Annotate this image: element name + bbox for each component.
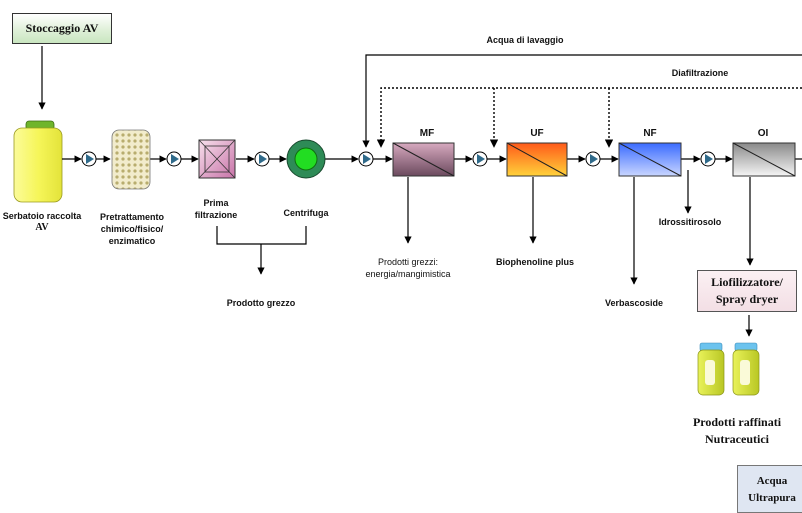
prodotti-grezzi-label: Prodotti grezzi: energia/mangimistica (358, 256, 458, 280)
liofilizzatore-box: Liofilizzatore/ Spray dryer (697, 270, 797, 312)
acqua-label: Acqua (756, 475, 788, 487)
biophenoline-label: Biophenoline plus (496, 257, 574, 267)
prima-filtrazione-label: Prima filtrazione (192, 197, 240, 221)
prodotti-raffinati-label: Prodotti raffinati Nutraceutici (672, 414, 802, 448)
nutraceutici-line: Nutraceutici (705, 432, 769, 446)
mf-label: MF (419, 128, 435, 139)
flow-line (216, 226, 307, 245)
serbatoio-line1: Serbatoio raccolta (2, 211, 82, 221)
pretrattamento-line3: enzimatico (108, 236, 156, 246)
serbatoio-line2: AV (35, 222, 49, 233)
pretrattamento-line2: chimico/fisico/ (100, 224, 164, 234)
prodotto-grezzo-label: Prodotto grezzo (226, 298, 296, 308)
prodotti-raffinati-line1: Prodotti raffinati (692, 415, 782, 429)
uf-label: UF (530, 128, 544, 139)
stoccaggio-label: Stoccaggio AV (25, 21, 99, 35)
pump-icon (254, 151, 270, 167)
pretrattamento-line1: Pretrattamento (99, 212, 164, 222)
prodotti-grezzi-line1: Prodotti grezzi: (377, 257, 439, 267)
pump-icon (700, 151, 716, 167)
nf-label: NF (643, 128, 657, 139)
membrane-module-icon (506, 142, 568, 177)
centrifuge-icon (286, 139, 326, 179)
prima-line1: Prima (203, 198, 229, 208)
centrifuga-label: Centrifuga (283, 208, 329, 218)
oi-label: OI (757, 128, 769, 139)
diafiltrazione-label: Diafiltrazione (671, 68, 729, 78)
diafiltrazione-line (376, 87, 802, 148)
prodotti-grezzi-line2: energia/mangimistica (365, 269, 451, 279)
serbatoio-label: Serbatoio raccolta AV (2, 210, 82, 234)
membrane-module-icon (618, 142, 682, 177)
ultrapura-label: Ultrapura (748, 492, 796, 504)
membrane-module-icon (732, 142, 796, 177)
pump-icon (81, 151, 97, 167)
verbascoside-label: Verbascoside (604, 298, 664, 308)
pump-icon (472, 151, 488, 167)
acqua-ultrapura-box: Acqua Ultrapura (737, 465, 802, 513)
membrane-module-icon (392, 142, 455, 177)
tank-icon (13, 120, 63, 203)
filter-icon (198, 139, 236, 179)
product-bottle-icon (732, 342, 760, 396)
pump-icon (166, 151, 182, 167)
liofilizzatore-label: Liofilizzatore/ (711, 275, 783, 289)
pump-icon (585, 151, 601, 167)
acqua-lavaggio-label: Acqua di lavaggio (486, 35, 564, 45)
acqua-lavaggio-line (362, 54, 802, 148)
spray-dryer-label: Spray dryer (715, 292, 779, 306)
packed-column-icon (111, 129, 151, 190)
pump-icon (358, 151, 374, 167)
idrossitirosolo-label: Idrossitirosolo (658, 217, 722, 227)
stoccaggio-box: Stoccaggio AV (12, 13, 112, 44)
product-bottle-icon (697, 342, 725, 396)
prima-line2: filtrazione (194, 210, 238, 220)
pretrattamento-label: Pretrattamento chimico/fisico/ enzimatic… (92, 211, 172, 247)
